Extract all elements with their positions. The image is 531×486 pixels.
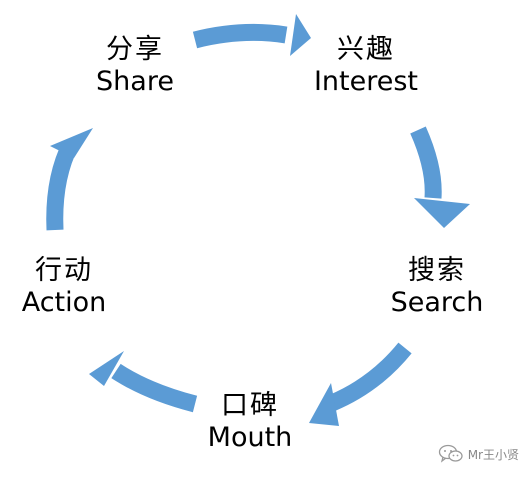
stage-mouth: 口碑 Mouth [165, 390, 335, 454]
stage-label-cn: 搜索 [408, 255, 466, 286]
stage-label-en: Share [96, 66, 174, 97]
stage-label-cn: 兴趣 [337, 34, 395, 65]
stage-action: 行动 Action [0, 255, 149, 319]
stage-interest: 兴趣 Interest [281, 34, 451, 98]
stage-label-cn: 分享 [106, 34, 164, 65]
arrow-interest-to-search [410, 126, 470, 228]
arrow-mouth-to-action [89, 351, 198, 413]
stage-share: 分享 Share [50, 34, 220, 98]
stage-label-en: Search [390, 287, 484, 318]
arrow-search-to-mouth [309, 342, 412, 426]
wechat-icon [438, 444, 463, 463]
watermark: Mr王小贤 [438, 442, 519, 466]
stage-label-en: Mouth [207, 422, 293, 453]
stage-label-cn: 口碑 [221, 390, 279, 421]
stage-label-cn: 行动 [35, 255, 93, 286]
watermark-text: Mr王小贤 [467, 447, 519, 462]
stage-search: 搜索 Search [352, 255, 522, 319]
arrow-share-to-interest [192, 14, 311, 56]
stage-label-en: Action [21, 287, 107, 318]
arrow-action-to-share [46, 128, 93, 231]
stage-label-en: Interest [313, 66, 419, 97]
